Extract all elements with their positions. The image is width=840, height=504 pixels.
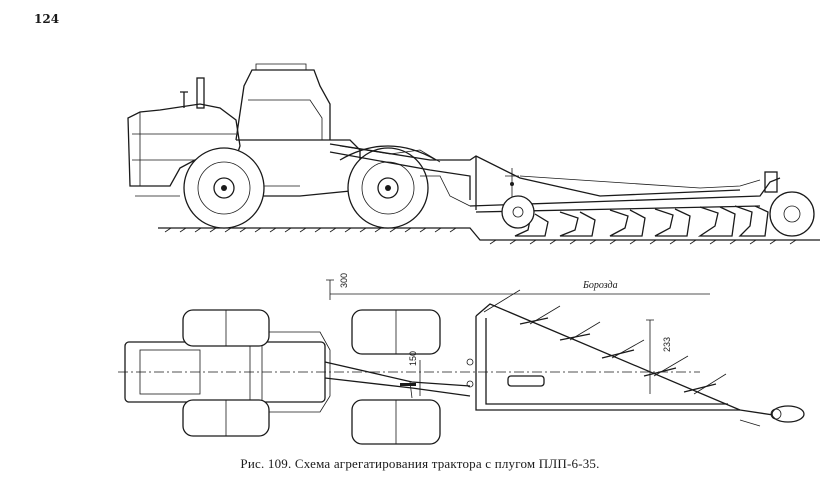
furrow-label: Борозда [582, 280, 618, 291]
page-number: 124 [34, 12, 60, 26]
dim-233: 233 [662, 337, 672, 352]
ground-line [158, 227, 820, 245]
plough-plan: 233 [475, 289, 805, 427]
tractor-plan [124, 309, 441, 445]
dim-300: 300 [339, 273, 349, 288]
side-view [127, 63, 820, 245]
dim-150: 150 [408, 351, 418, 366]
hitch-side [329, 143, 741, 210]
plough-side [469, 171, 815, 237]
hitch-plan: 150 [324, 351, 474, 399]
figure-caption: Рис. 109. Схема агрегатирования трактора… [240, 456, 600, 471]
plan-view: 300 Борозда 150 [118, 273, 805, 445]
tractor-side [127, 63, 437, 229]
